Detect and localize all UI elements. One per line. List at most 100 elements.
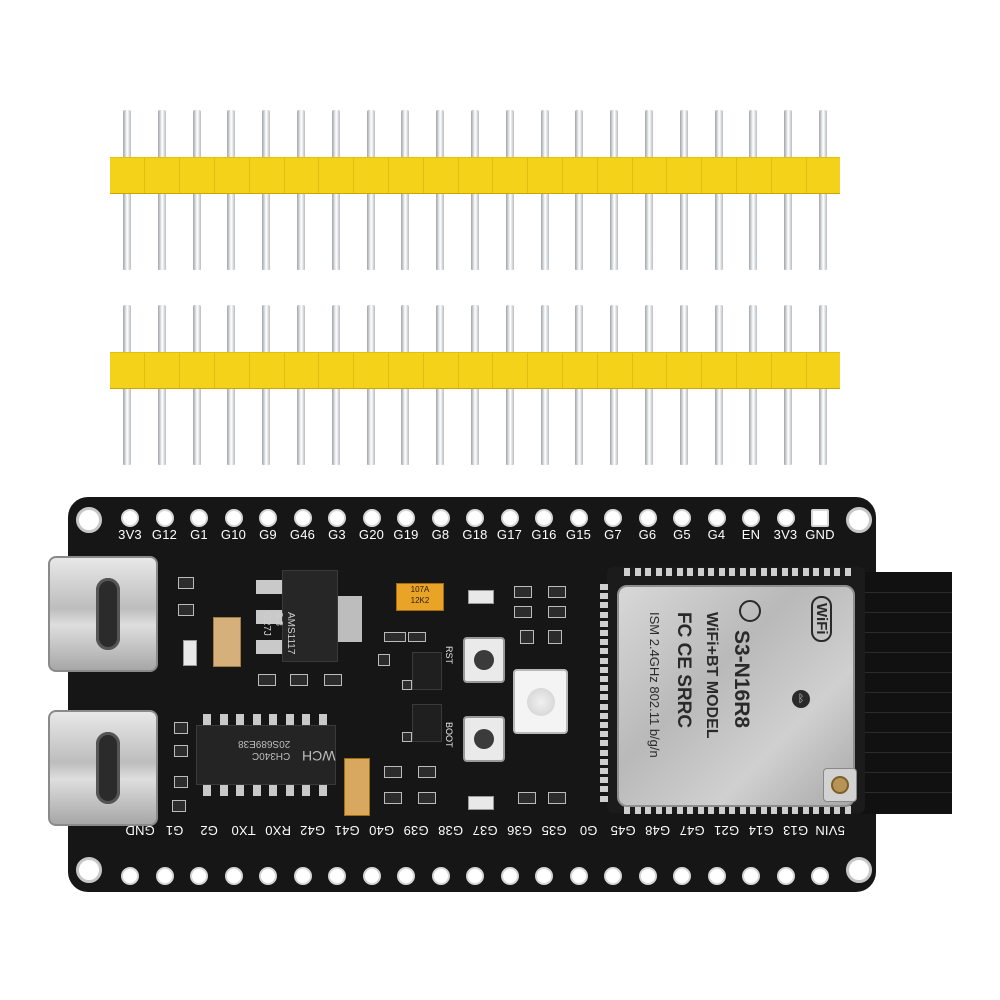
usb-uart-chip-logo: WCH (302, 748, 336, 764)
rst-button[interactable] (463, 637, 505, 683)
module-pad (600, 777, 608, 784)
module-pad (634, 568, 641, 576)
module-pad (708, 806, 714, 814)
transistor (412, 652, 442, 690)
ic-leg (302, 714, 310, 725)
pin-label: G19 (393, 527, 419, 542)
pin-label: G40 (368, 823, 395, 838)
pin-pad (604, 509, 622, 527)
ic-leg (318, 785, 327, 796)
module-pad (600, 602, 608, 609)
ic-leg (203, 714, 211, 725)
pin-label: G14 (748, 823, 774, 838)
pin-pad (638, 867, 657, 885)
module-line4: ISM 2.4GHz 802.11 b/g/n (647, 612, 662, 758)
header-segment-line (631, 158, 633, 193)
rgb-led (513, 669, 568, 734)
header-segment-line (422, 353, 424, 388)
ic-leg (252, 785, 261, 796)
boot-button[interactable] (463, 716, 505, 762)
header-segment-line (457, 353, 459, 388)
module-pad (600, 676, 608, 682)
pin-pad (535, 509, 553, 527)
module-pad (600, 703, 608, 710)
pin-label: G20 (358, 527, 385, 542)
smd-resistor (520, 630, 534, 644)
pin-label: G0 (579, 823, 598, 838)
smd-resistor (514, 606, 532, 618)
header-segment-line (805, 158, 807, 193)
pin-pad (293, 509, 312, 527)
module-pad (687, 806, 693, 814)
smd-resistor (418, 766, 436, 778)
usb-c-port-2[interactable] (48, 710, 158, 826)
pin-label: G37 (472, 823, 498, 838)
antenna-trace (860, 672, 952, 673)
pin-label: G9 (259, 527, 277, 542)
module-pad (600, 795, 608, 802)
antenna-trace (860, 792, 952, 793)
header-segment-line (596, 158, 598, 193)
antenna-trace (860, 632, 952, 633)
smd-resistor (174, 776, 188, 788)
smd-resistor (258, 674, 276, 686)
pin-pad (673, 509, 691, 527)
ic-leg (285, 785, 294, 796)
espressif-logo-icon (739, 600, 761, 622)
smd-resistor (174, 722, 188, 734)
header-segment-line (666, 353, 668, 388)
header-segment-line (248, 353, 250, 388)
regulator-leg (256, 610, 282, 624)
module-pad (823, 806, 830, 814)
pin-label: G1 (190, 527, 208, 542)
header-segment-line (353, 158, 355, 193)
module-pad (676, 568, 683, 576)
header-segment-line (144, 353, 146, 388)
module-pad (781, 568, 788, 576)
pcb-antenna (860, 572, 952, 814)
header-segment-line (631, 353, 633, 388)
smd-resistor (178, 604, 194, 616)
module-pad (792, 806, 798, 814)
wifi-logo: WiFi (811, 596, 832, 642)
antenna-trace (860, 772, 952, 773)
module-pad (771, 568, 777, 576)
module-pad (600, 740, 608, 747)
voltage-regulator (282, 570, 338, 662)
pin-pad (362, 509, 381, 527)
header-segment-line (318, 158, 320, 193)
pin-pad (569, 509, 588, 527)
module-pad (750, 568, 756, 576)
header-segment-line (770, 158, 772, 193)
pin-pad (362, 867, 381, 885)
pin-pad (121, 867, 139, 885)
pin-label: G2 (200, 823, 218, 838)
pin-pad (776, 509, 795, 527)
mounting-hole (76, 507, 102, 533)
pin-pad (569, 867, 588, 885)
pin-label: 3V3 (773, 527, 798, 542)
ic-leg (285, 714, 294, 725)
module-pad (600, 694, 608, 701)
smd-resistor (172, 800, 186, 812)
antenna-trace (860, 652, 952, 653)
module-pad (760, 568, 767, 576)
usb-c-port-1[interactable] (48, 556, 158, 672)
boot-label: BOOT (444, 722, 454, 748)
module-pad (600, 786, 608, 793)
smd-resistor (518, 792, 536, 804)
ic-leg (269, 785, 277, 796)
rst-label: RST (444, 646, 454, 664)
pin-pad (535, 867, 553, 885)
smd-resistor (378, 654, 390, 666)
antenna-trace (860, 732, 952, 733)
pin-label: G16 (531, 527, 557, 542)
pin-pad (397, 509, 415, 527)
pin-pad (707, 509, 726, 527)
pin-label: G46 (289, 527, 316, 542)
smd-resistor (514, 586, 532, 598)
module-pad (624, 568, 630, 576)
ufl-antenna-connector[interactable] (823, 768, 857, 802)
pin-label: TX0 (231, 823, 256, 838)
smd-resistor (290, 674, 308, 686)
